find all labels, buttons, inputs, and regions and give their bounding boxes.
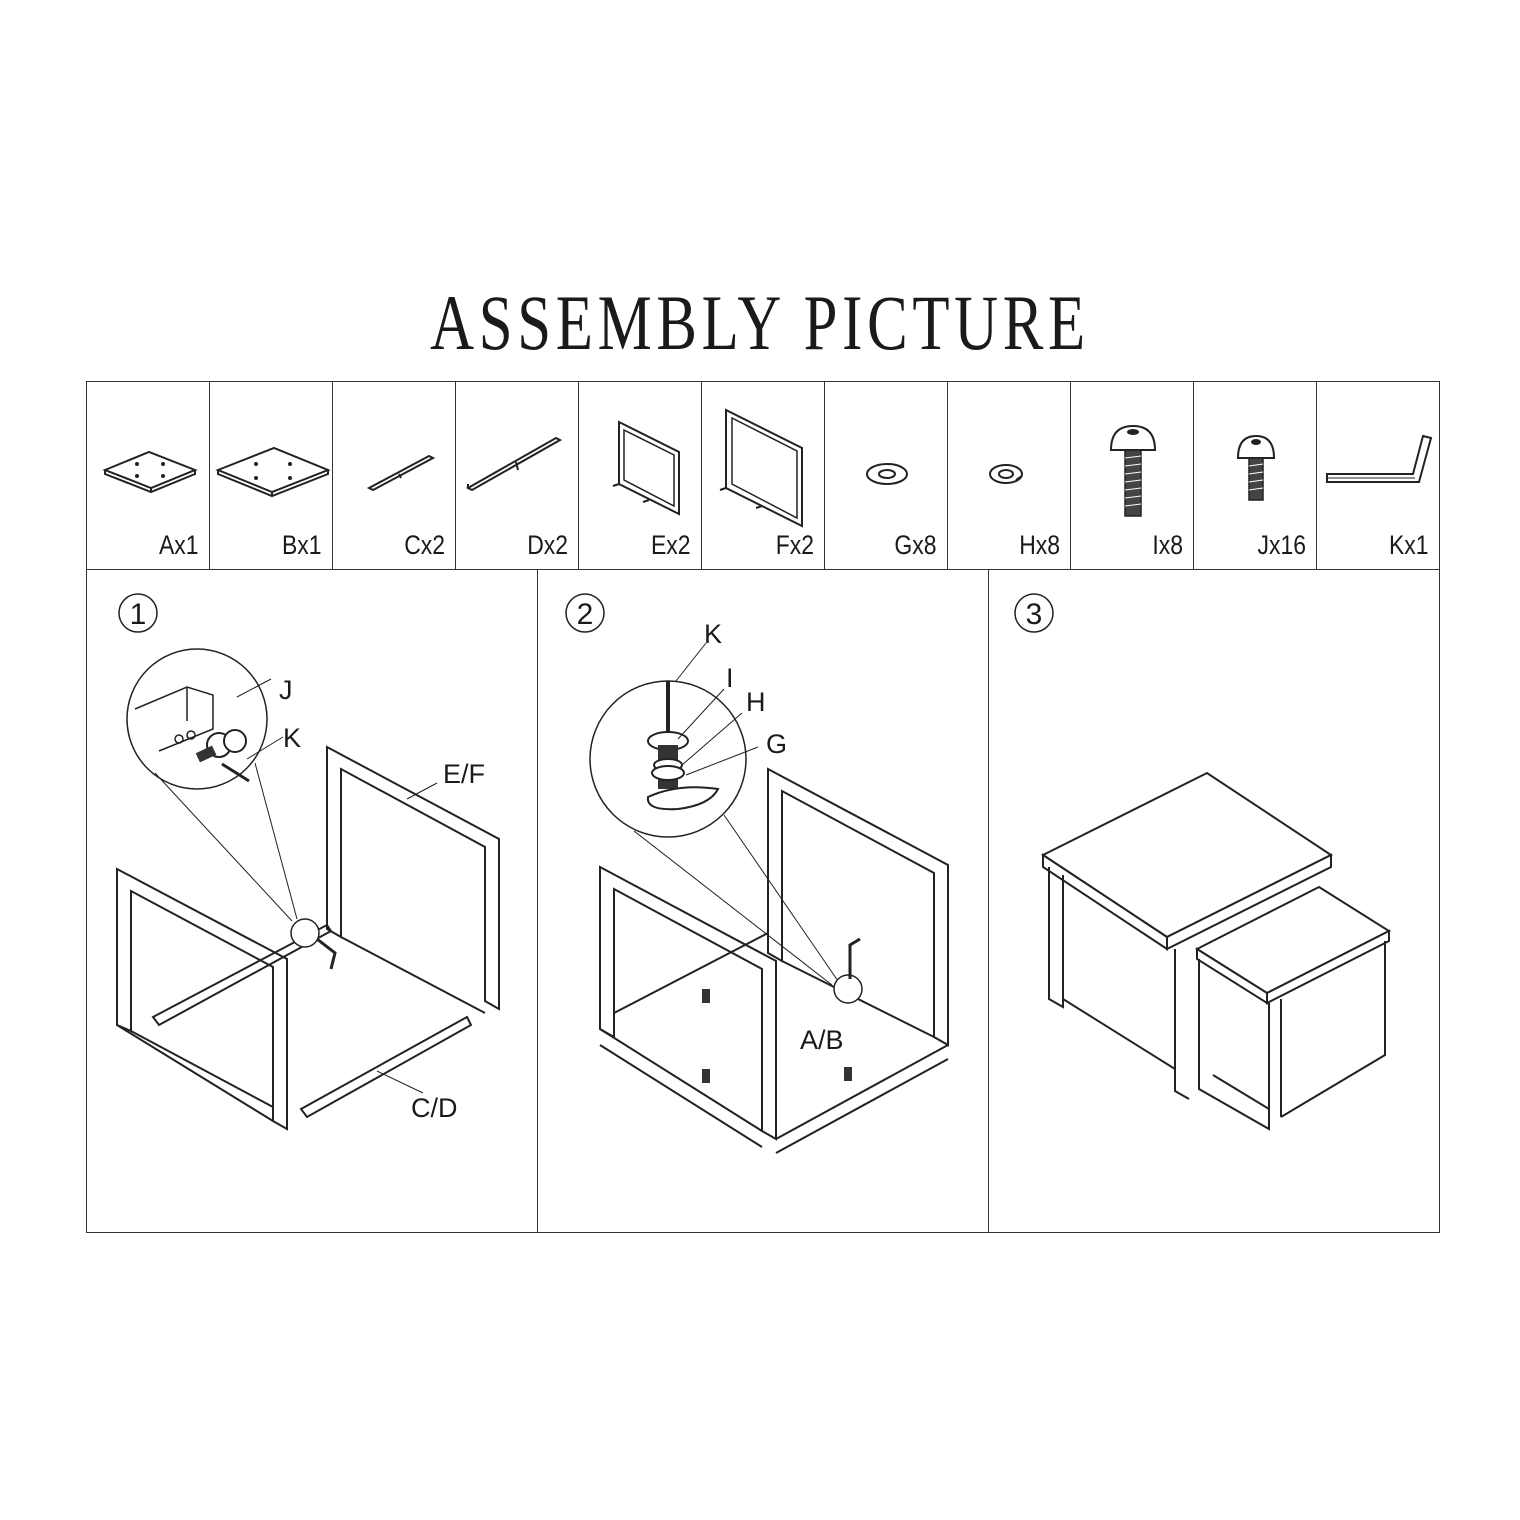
short-crossbar-icon	[366, 454, 436, 492]
page-title: ASSEMBLY PICTURE	[430, 279, 1090, 366]
large-side-frame-icon	[719, 408, 803, 528]
callout-k-2: K	[704, 619, 722, 649]
part-b: Bx1	[210, 382, 333, 569]
step-2-diagram: 2 K I H G	[565, 593, 949, 1154]
bolt-j-detail-icon	[195, 729, 247, 763]
part-a: Ax1	[87, 382, 210, 569]
part-h-label: Hx8	[1019, 530, 1060, 560]
callout-h: H	[746, 687, 766, 717]
side-frame-front-2	[599, 865, 949, 1154]
callout-g: G	[766, 729, 787, 759]
spring-washer-icon	[989, 464, 1023, 484]
side-frame-front	[116, 867, 288, 1131]
part-b-label: Bx1	[282, 530, 322, 560]
long-crossbar-icon	[465, 436, 563, 492]
long-bolt-icon	[1109, 424, 1157, 517]
step-1-number-circle	[118, 593, 158, 633]
side-frame-back-2	[767, 767, 949, 1047]
part-j: Jx16	[1194, 382, 1317, 569]
assembly-steps: 1 J K E/F	[86, 569, 1440, 1233]
part-j-label: Jx16	[1257, 530, 1306, 560]
step-3-diagram: 3	[1014, 593, 1392, 1131]
part-f: Fx2	[702, 382, 825, 569]
callout-ab: A/B	[800, 1025, 844, 1055]
part-e: Ex2	[579, 382, 702, 569]
step-3-number-circle	[1014, 593, 1054, 633]
callout-j: J	[279, 675, 293, 705]
step-1: 1 J K E/F	[87, 569, 538, 1232]
assembly-point-circle-2	[833, 974, 863, 1004]
step-2-number: 2	[577, 598, 594, 631]
small-tabletop-icon	[102, 450, 198, 494]
step-3: 3	[989, 569, 1439, 1232]
callout-i: I	[726, 663, 734, 693]
step-2: 2 K I H G	[538, 569, 989, 1232]
step-3-number: 3	[1026, 598, 1043, 631]
bolt-stack-detail-icon	[646, 731, 720, 811]
part-f-label: Fx2	[775, 530, 814, 560]
detail-zoom-circle	[126, 648, 268, 790]
flat-washer-icon	[866, 463, 908, 485]
part-g-label: Gx8	[894, 530, 937, 560]
part-e-label: Ex2	[651, 530, 691, 560]
small-nesting-table	[1194, 885, 1392, 1131]
part-k: Kx1	[1317, 382, 1439, 569]
key-in-use-icon	[316, 937, 337, 970]
part-a-label: Ax1	[159, 530, 199, 560]
part-d: Dx2	[456, 382, 579, 569]
part-g: Gx8	[825, 382, 948, 569]
assembly-point-circle	[290, 918, 320, 948]
large-nesting-table	[1041, 771, 1333, 1100]
step-1-number: 1	[130, 598, 147, 631]
part-k-label: Kx1	[1389, 530, 1429, 560]
crossbar-cd	[151, 923, 473, 1119]
part-d-label: Dx2	[527, 530, 568, 560]
part-i: Ix8	[1071, 382, 1194, 569]
part-c: Cx2	[333, 382, 456, 569]
part-c-label: Cx2	[404, 530, 445, 560]
small-side-frame-icon	[612, 420, 680, 516]
large-tabletop-icon	[215, 446, 331, 498]
short-bolt-icon	[1236, 434, 1276, 501]
callout-ef: E/F	[443, 759, 485, 789]
parts-list: Ax1 Bx1 Cx2 Dx2 Ex2	[86, 381, 1440, 570]
part-h: Hx8	[948, 382, 1071, 569]
part-i-label: Ix8	[1152, 530, 1183, 560]
key-k-detail-icon	[221, 762, 250, 783]
allen-key-icon	[1326, 434, 1433, 483]
step-2-number-circle	[565, 593, 605, 633]
callout-cd: C/D	[411, 1093, 458, 1123]
step-1-diagram: 1 J K E/F	[116, 593, 500, 1131]
callout-k: K	[283, 723, 301, 753]
